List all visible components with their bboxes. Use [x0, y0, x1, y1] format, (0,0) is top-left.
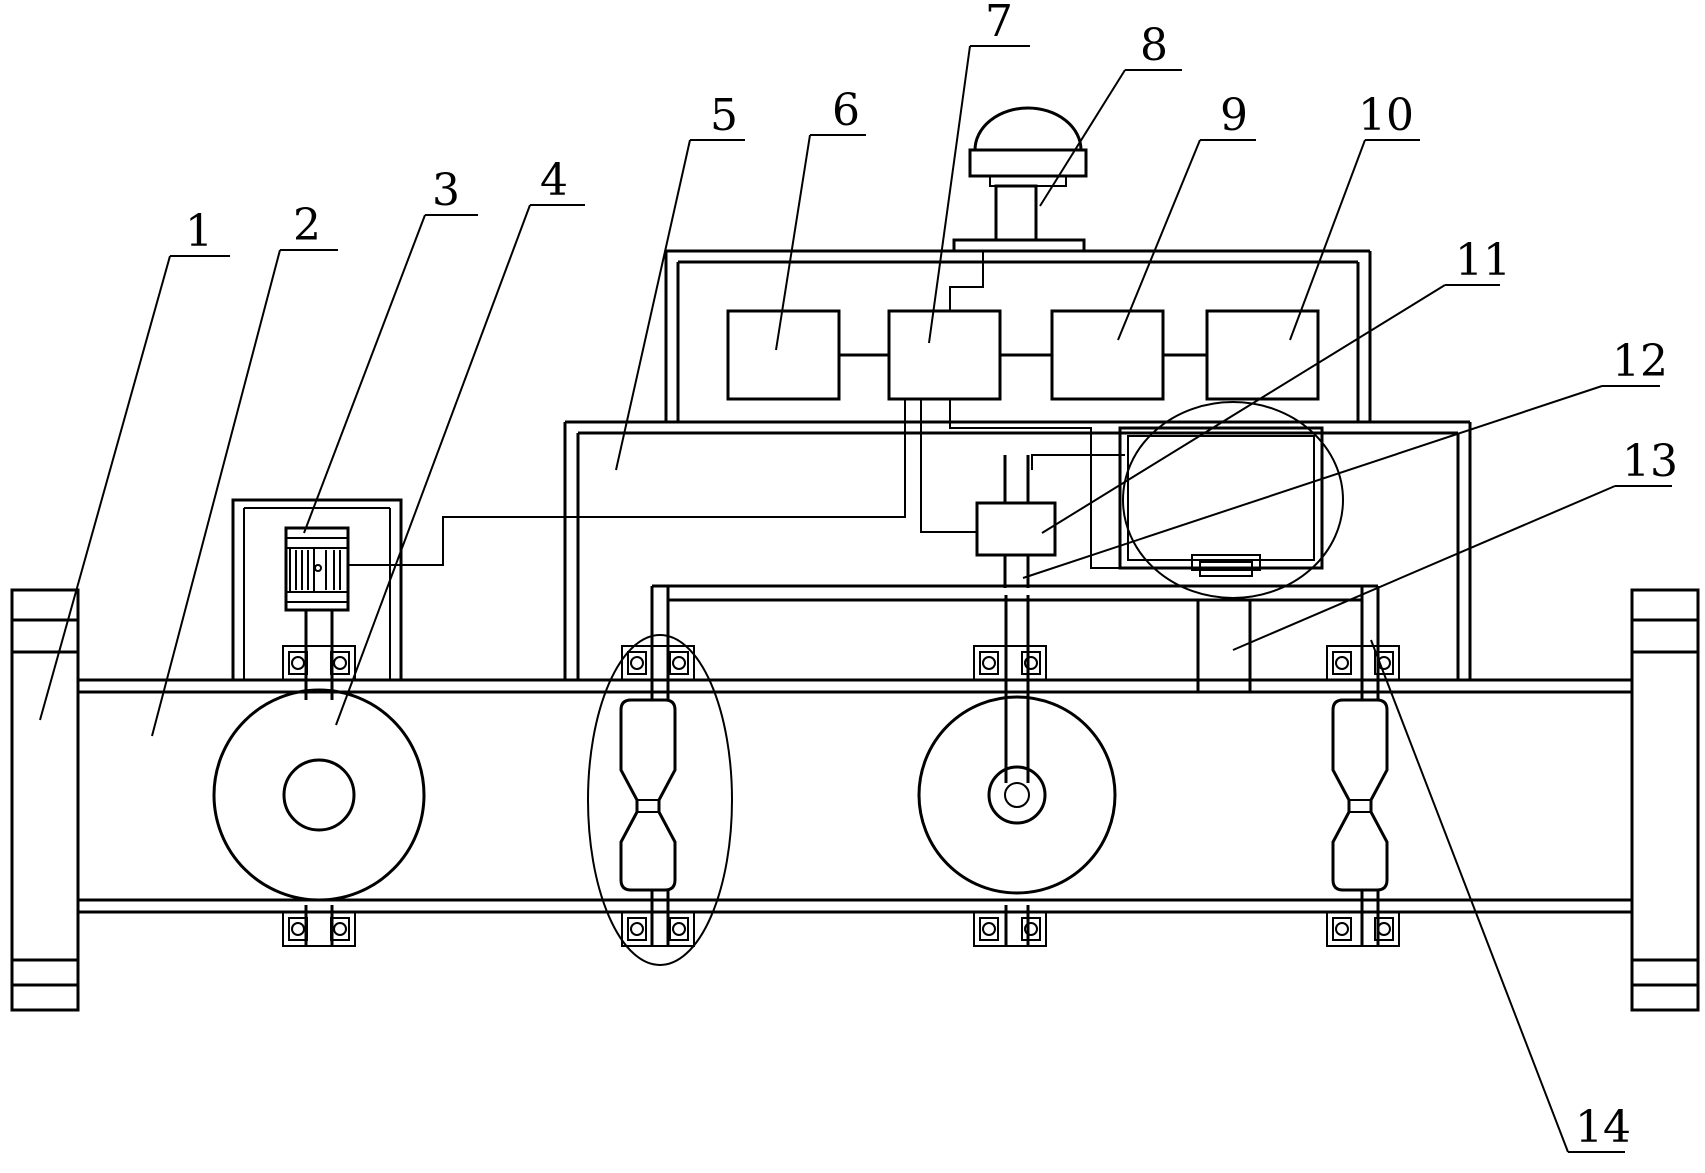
- module-6: [726, 309, 841, 401]
- label-4: 4: [540, 155, 568, 206]
- bearing-top-2: [621, 645, 695, 681]
- center-roller: [917, 595, 1117, 945]
- bearing-top-3: [973, 645, 1047, 681]
- label-1: 1: [185, 206, 213, 257]
- support-post: [1196, 598, 1252, 694]
- bearing-bottom-1: [282, 911, 356, 947]
- drive-roller: [212, 688, 426, 902]
- label-2: 2: [293, 200, 321, 251]
- alarm-lamp: [952, 106, 1088, 253]
- wiring: [348, 251, 1125, 569]
- hex-roller-right: [1331, 586, 1389, 945]
- leader-lines: [39, 45, 1672, 1153]
- detail-box: [1118, 401, 1344, 599]
- label-8: 8: [1140, 20, 1168, 71]
- label-6: 6: [832, 85, 860, 136]
- support-frame: [563, 420, 1472, 680]
- label-3: 3: [432, 165, 460, 216]
- hex-roller-left: [587, 586, 733, 966]
- drive-motor: [284, 526, 350, 612]
- label-11: 11: [1455, 235, 1511, 286]
- bearing-bottom-2: [621, 911, 695, 947]
- bearing-bottom-3: [973, 911, 1047, 947]
- label-9: 9: [1220, 90, 1248, 141]
- label-7: 7: [985, 0, 1013, 47]
- label-14: 14: [1575, 1102, 1631, 1153]
- label-12: 12: [1612, 336, 1668, 387]
- sensor-unit: [975, 455, 1057, 588]
- motor-shaft: [304, 610, 334, 945]
- left-flange: [10, 588, 80, 1012]
- bearing-top-1: [282, 645, 356, 681]
- label-5: 5: [710, 90, 738, 141]
- module-10: [1205, 309, 1320, 401]
- right-flange: [1630, 588, 1700, 1012]
- module-9: [1050, 309, 1165, 401]
- label-10: 10: [1358, 90, 1414, 141]
- module-7: [887, 309, 1002, 401]
- label-13: 13: [1622, 436, 1678, 487]
